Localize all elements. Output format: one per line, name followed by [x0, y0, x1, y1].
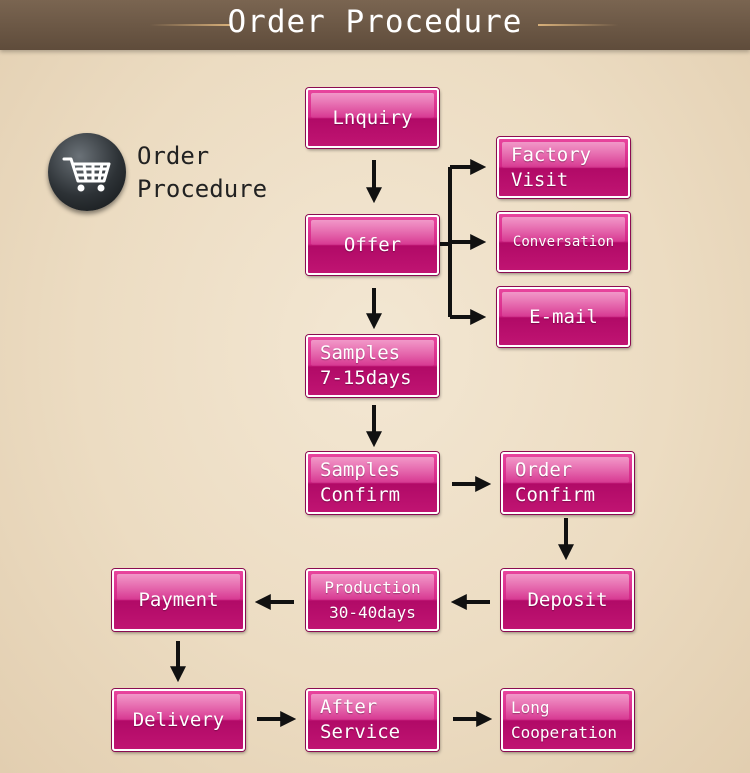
shopping-cart-icon [48, 133, 126, 211]
step-factory-visit-line-1: Factory [511, 143, 592, 166]
step-offer-label: Offer [343, 233, 402, 256]
step-order-confirm-line-1: Order [515, 459, 573, 481]
step-factory-visit-line-2: Visit [511, 168, 569, 191]
step-delivery-label: Delivery [132, 708, 225, 731]
step-after-service-line-2: Service [320, 721, 401, 743]
step-samples: Samples 7-15days [306, 335, 439, 397]
step-production-line-1: Production [324, 578, 421, 597]
step-after-service: After Service [306, 689, 439, 751]
step-long-cooperation-line-2: Cooperation [511, 723, 617, 742]
step-samples-line-1: Samples [320, 342, 401, 364]
step-offer: Offer [306, 215, 439, 275]
legend-line-1: Order [137, 142, 210, 170]
step-order-confirm: Order Confirm [501, 452, 634, 514]
step-factory-visit: Factory Visit [497, 137, 630, 198]
step-samples-confirm: Samples Confirm [306, 452, 439, 514]
step-long-cooperation-line-1: Long [511, 698, 550, 717]
page-title: Order Procedure [227, 4, 523, 40]
step-order-confirm-line-2: Confirm [515, 484, 596, 506]
step-delivery: Delivery [112, 689, 245, 751]
step-samples-line-2: 7-15days [320, 367, 412, 389]
header-bar: Order Procedure [0, 0, 750, 50]
step-deposit: Deposit [501, 569, 634, 631]
step-email: E-mail [497, 287, 630, 347]
step-conversation: Conversation [497, 212, 630, 272]
header-left-rule [150, 24, 230, 26]
legend-label: Order Procedure [137, 140, 267, 206]
step-email-label: E-mail [529, 305, 598, 328]
step-deposit-label: Deposit [527, 588, 608, 611]
step-production: Production 30-40days [306, 569, 439, 631]
legend-line-2: Procedure [137, 175, 268, 203]
step-payment-label: Payment [138, 588, 219, 611]
step-long-cooperation: Long Cooperation [501, 689, 634, 751]
step-conversation-label: Conversation [512, 233, 615, 250]
step-after-service-line-1: After [320, 696, 378, 718]
step-payment: Payment [112, 569, 245, 631]
step-production-line-2: 30-40days [329, 603, 416, 622]
step-samples-confirm-line-2: Confirm [320, 484, 401, 506]
step-samples-confirm-line-1: Samples [320, 459, 401, 481]
step-inquiry: Lnquiry [306, 88, 439, 148]
step-inquiry-label: Lnquiry [332, 106, 413, 129]
header-right-rule [538, 24, 618, 26]
